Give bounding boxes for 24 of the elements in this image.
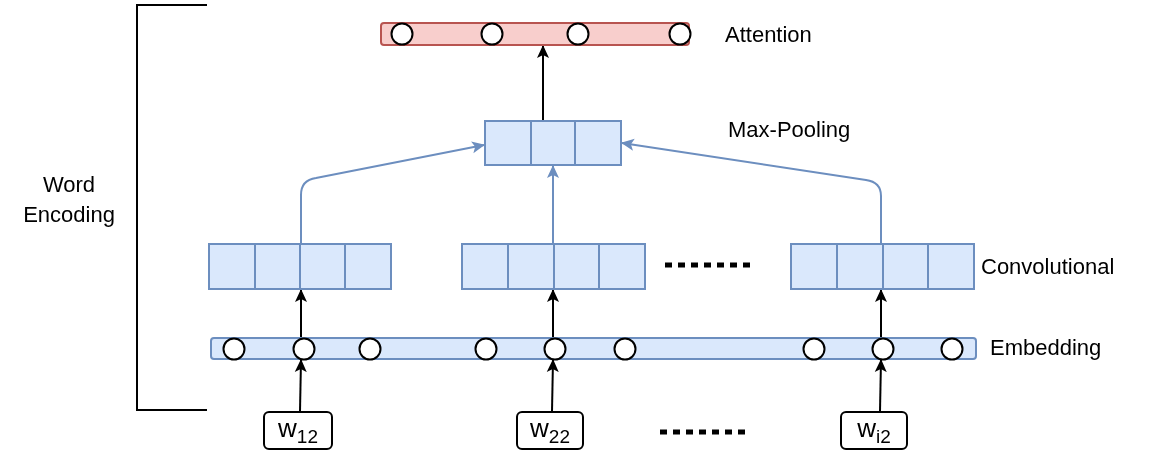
convolution-box xyxy=(461,243,646,290)
word-token-box: w$_{22}$ xyxy=(516,411,584,450)
layer-label: Max-Pooling xyxy=(728,116,851,144)
convolution-box xyxy=(208,243,392,290)
arrow xyxy=(547,165,559,244)
layer-label: Attention xyxy=(725,21,812,49)
arrow xyxy=(875,289,887,338)
arrow xyxy=(537,45,549,121)
arrow xyxy=(547,289,559,338)
word-token-box: w$_{12}$ xyxy=(263,411,333,450)
word-token-box: w$_{i2}$ xyxy=(840,411,908,450)
layer-label: Convolutional xyxy=(981,253,1115,281)
arrow xyxy=(874,359,887,412)
group-label: Word Encoding xyxy=(22,171,116,229)
embedding-bar xyxy=(210,337,977,360)
arrow xyxy=(300,141,485,244)
max-pooling-box xyxy=(484,120,622,166)
layer-label: Embedding xyxy=(990,334,1102,362)
arrow xyxy=(295,289,307,338)
attention-bar xyxy=(380,22,690,46)
arrow xyxy=(294,359,307,412)
convolution-box xyxy=(790,243,975,290)
arrow xyxy=(546,359,559,412)
arrow xyxy=(621,138,882,244)
